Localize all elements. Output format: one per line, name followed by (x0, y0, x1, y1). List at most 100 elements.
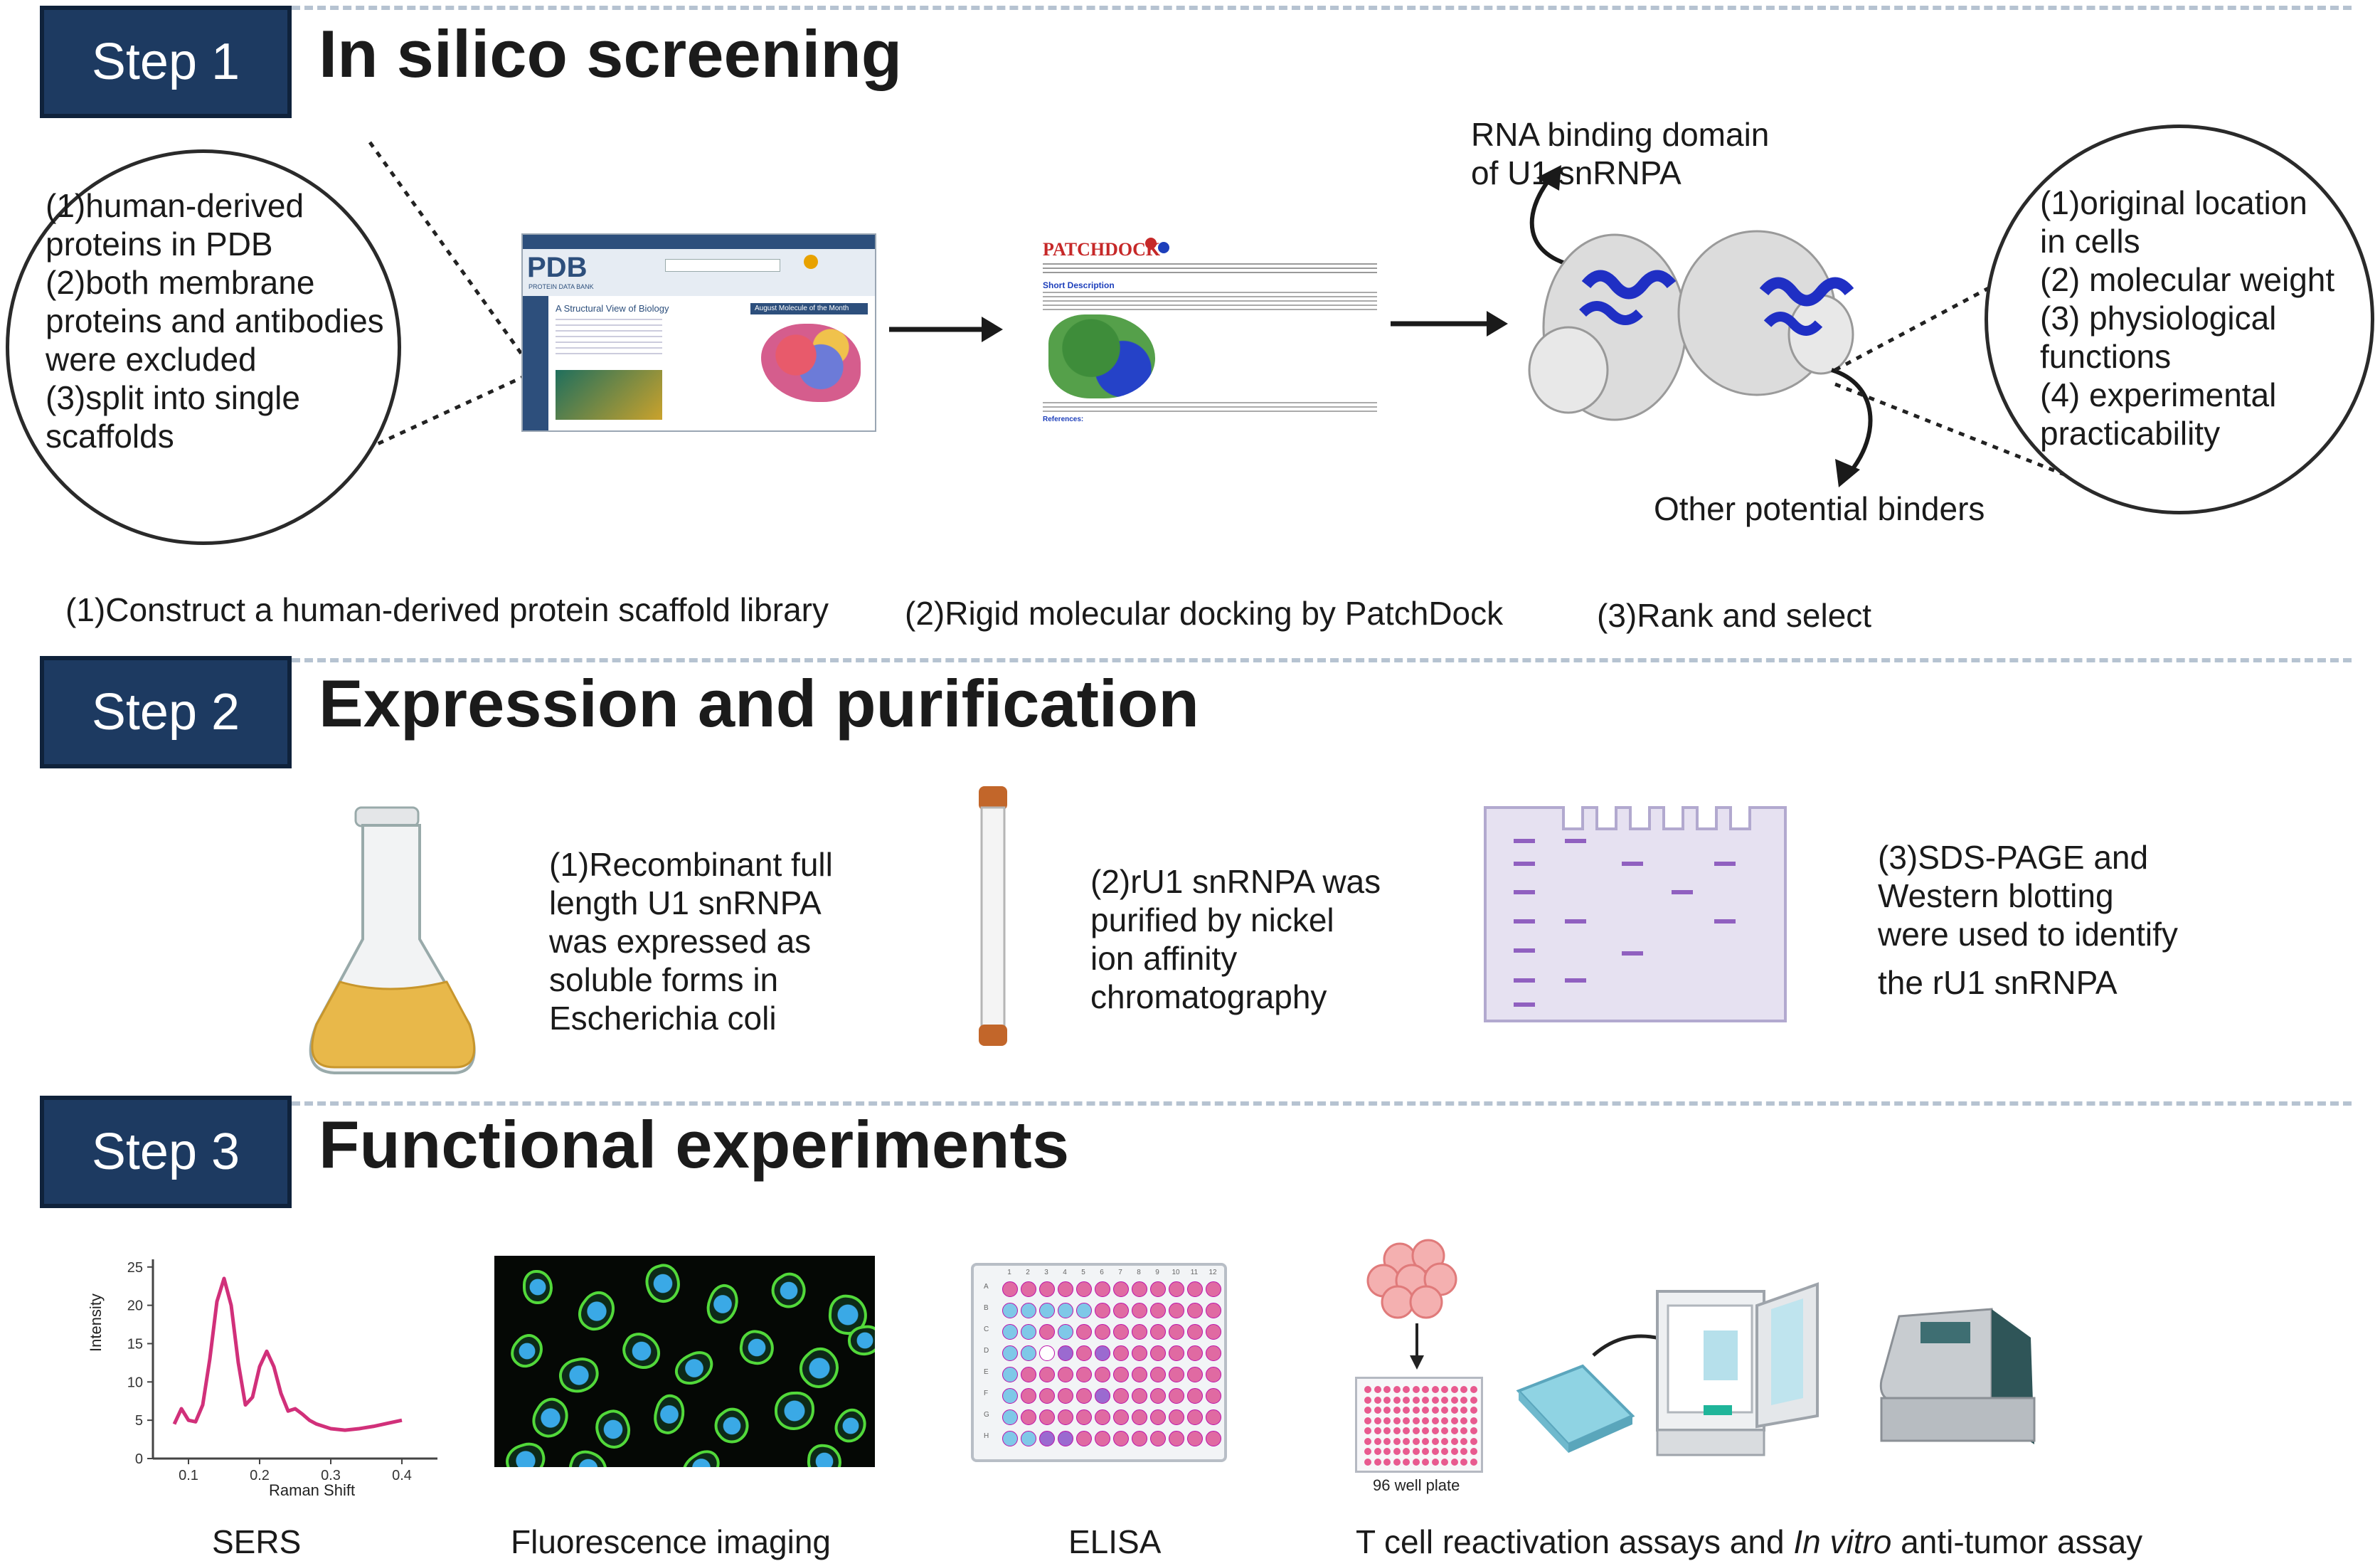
caption-tcell-italic: In vitro (1793, 1523, 1892, 1560)
elisa-well (1113, 1431, 1129, 1446)
plate-well (1460, 1417, 1467, 1424)
elisa-well (1113, 1388, 1129, 1404)
elisa-well (1113, 1367, 1129, 1382)
step-1-title: In silico screening (319, 16, 903, 91)
plate-well (1393, 1437, 1401, 1445)
plate-well (1431, 1396, 1439, 1404)
elisa-well (1132, 1388, 1147, 1404)
caption-elisa: ELISA (1068, 1523, 1162, 1560)
fluorescent-cell (669, 1345, 719, 1391)
plate-well (1460, 1458, 1467, 1466)
plate-well (1403, 1417, 1410, 1424)
elisa-well (1021, 1388, 1036, 1404)
elisa-well (1039, 1388, 1055, 1404)
elisa-well (1206, 1409, 1221, 1425)
elisa-well (1187, 1303, 1203, 1318)
elisa-well (1187, 1281, 1203, 1297)
plate-well (1403, 1407, 1410, 1414)
elisa-well (1132, 1367, 1147, 1382)
elisa-well (1206, 1324, 1221, 1340)
plate-well (1431, 1427, 1439, 1434)
plate-well (1460, 1386, 1467, 1393)
elisa-well (1039, 1409, 1055, 1425)
elisa-well (1132, 1345, 1147, 1361)
fluorescent-cell (641, 1260, 685, 1307)
plate-well (1412, 1407, 1420, 1414)
step-3-badge: Step 3 (40, 1096, 292, 1208)
flask-icon (309, 806, 476, 1074)
plate-well (1470, 1448, 1477, 1455)
elisa-well (1021, 1409, 1036, 1425)
step1-caption-2: (2)Rigid molecular docking by PatchDock (905, 595, 1504, 632)
elisa-well (1095, 1409, 1110, 1425)
elisa-well (1058, 1409, 1073, 1425)
plate-well (1383, 1386, 1391, 1393)
plate-well (1374, 1427, 1381, 1434)
elisa-well (1187, 1367, 1203, 1382)
plate-well (1460, 1407, 1467, 1414)
elisa-well (1150, 1409, 1166, 1425)
pdb-month-banner (750, 303, 868, 314)
caption-tcell: T cell reactivation assays and In vitro … (1356, 1523, 2142, 1561)
plate-well (1364, 1417, 1371, 1424)
plate-well (1412, 1448, 1420, 1455)
fluorescent-cell (737, 1328, 777, 1367)
elisa-col-label: 7 (1118, 1269, 1122, 1276)
plate-well (1431, 1386, 1439, 1393)
elisa-well (1187, 1345, 1203, 1361)
plate-well (1412, 1427, 1420, 1434)
plate-well (1412, 1437, 1420, 1445)
patchdock-website-screenshot: PATCHDOCK Short Description References: (1038, 235, 1383, 430)
rna-binding-label: RNA binding domain of U1 snRNPA (1471, 116, 1770, 191)
elisa-well (1206, 1281, 1221, 1297)
elisa-col-label: 4 (1063, 1269, 1067, 1276)
plate-well (1374, 1448, 1381, 1455)
elisa-well (1150, 1431, 1166, 1446)
elisa-well (1002, 1431, 1018, 1446)
protein-structures (1528, 165, 1873, 487)
elisa-col-label: 11 (1190, 1269, 1199, 1276)
elisa-well (1113, 1409, 1129, 1425)
right-bubble (1985, 125, 2374, 514)
plate-well (1383, 1458, 1391, 1466)
plate-well (1403, 1437, 1410, 1445)
elisa-well (1058, 1367, 1073, 1382)
elisa-well (1150, 1388, 1166, 1404)
elisa-col-label: 2 (1026, 1269, 1030, 1276)
elisa-well (1058, 1281, 1073, 1297)
step2-text-3: (3)SDS-PAGE and Western blotting were us… (1878, 839, 2178, 1001)
sers-y-tick-label: 0 (135, 1451, 143, 1467)
step1-caption-1: (1)Construct a human-derived protein sca… (65, 591, 829, 628)
step-3-title: Functional experiments (319, 1107, 1070, 1182)
plate-well (1383, 1437, 1391, 1445)
elisa-well (1021, 1367, 1036, 1382)
plate-well (1470, 1417, 1477, 1424)
divider-3 (292, 1101, 2352, 1106)
elisa-well (1206, 1303, 1221, 1318)
elisa-well (1169, 1324, 1184, 1340)
plate-well (1412, 1458, 1420, 1466)
plate-well (1431, 1417, 1439, 1424)
pdb-molecule-image (761, 324, 861, 402)
plate-well (1364, 1386, 1371, 1393)
plate-well (1393, 1417, 1401, 1424)
step1-caption-3: (3)Rank and select (1597, 597, 1872, 634)
sers-x-tick-label: 0.1 (179, 1468, 198, 1483)
elisa-well (1002, 1367, 1018, 1382)
plate-well (1403, 1386, 1410, 1393)
fluorescent-cell (774, 1391, 815, 1431)
step2-text-1: (1)Recombinant full length U1 snRNPA was… (549, 846, 833, 1037)
step-1-badge: Step 1 (40, 6, 292, 118)
plate-well (1441, 1407, 1448, 1414)
elisa-well (1021, 1431, 1036, 1446)
plate-well (1412, 1417, 1420, 1424)
elisa-well (1039, 1431, 1055, 1446)
elisa-well (1169, 1303, 1184, 1318)
elisa-well (1076, 1367, 1092, 1382)
sers-x-tick-label: 0.3 (321, 1468, 341, 1483)
plate-well (1450, 1407, 1458, 1414)
plate-well (1441, 1396, 1448, 1404)
step2-text-2: (2)rU1 snRNPA was purified by nickel ion… (1090, 863, 1381, 1015)
elisa-well (1150, 1281, 1166, 1297)
fluorescent-cell (649, 1391, 689, 1438)
